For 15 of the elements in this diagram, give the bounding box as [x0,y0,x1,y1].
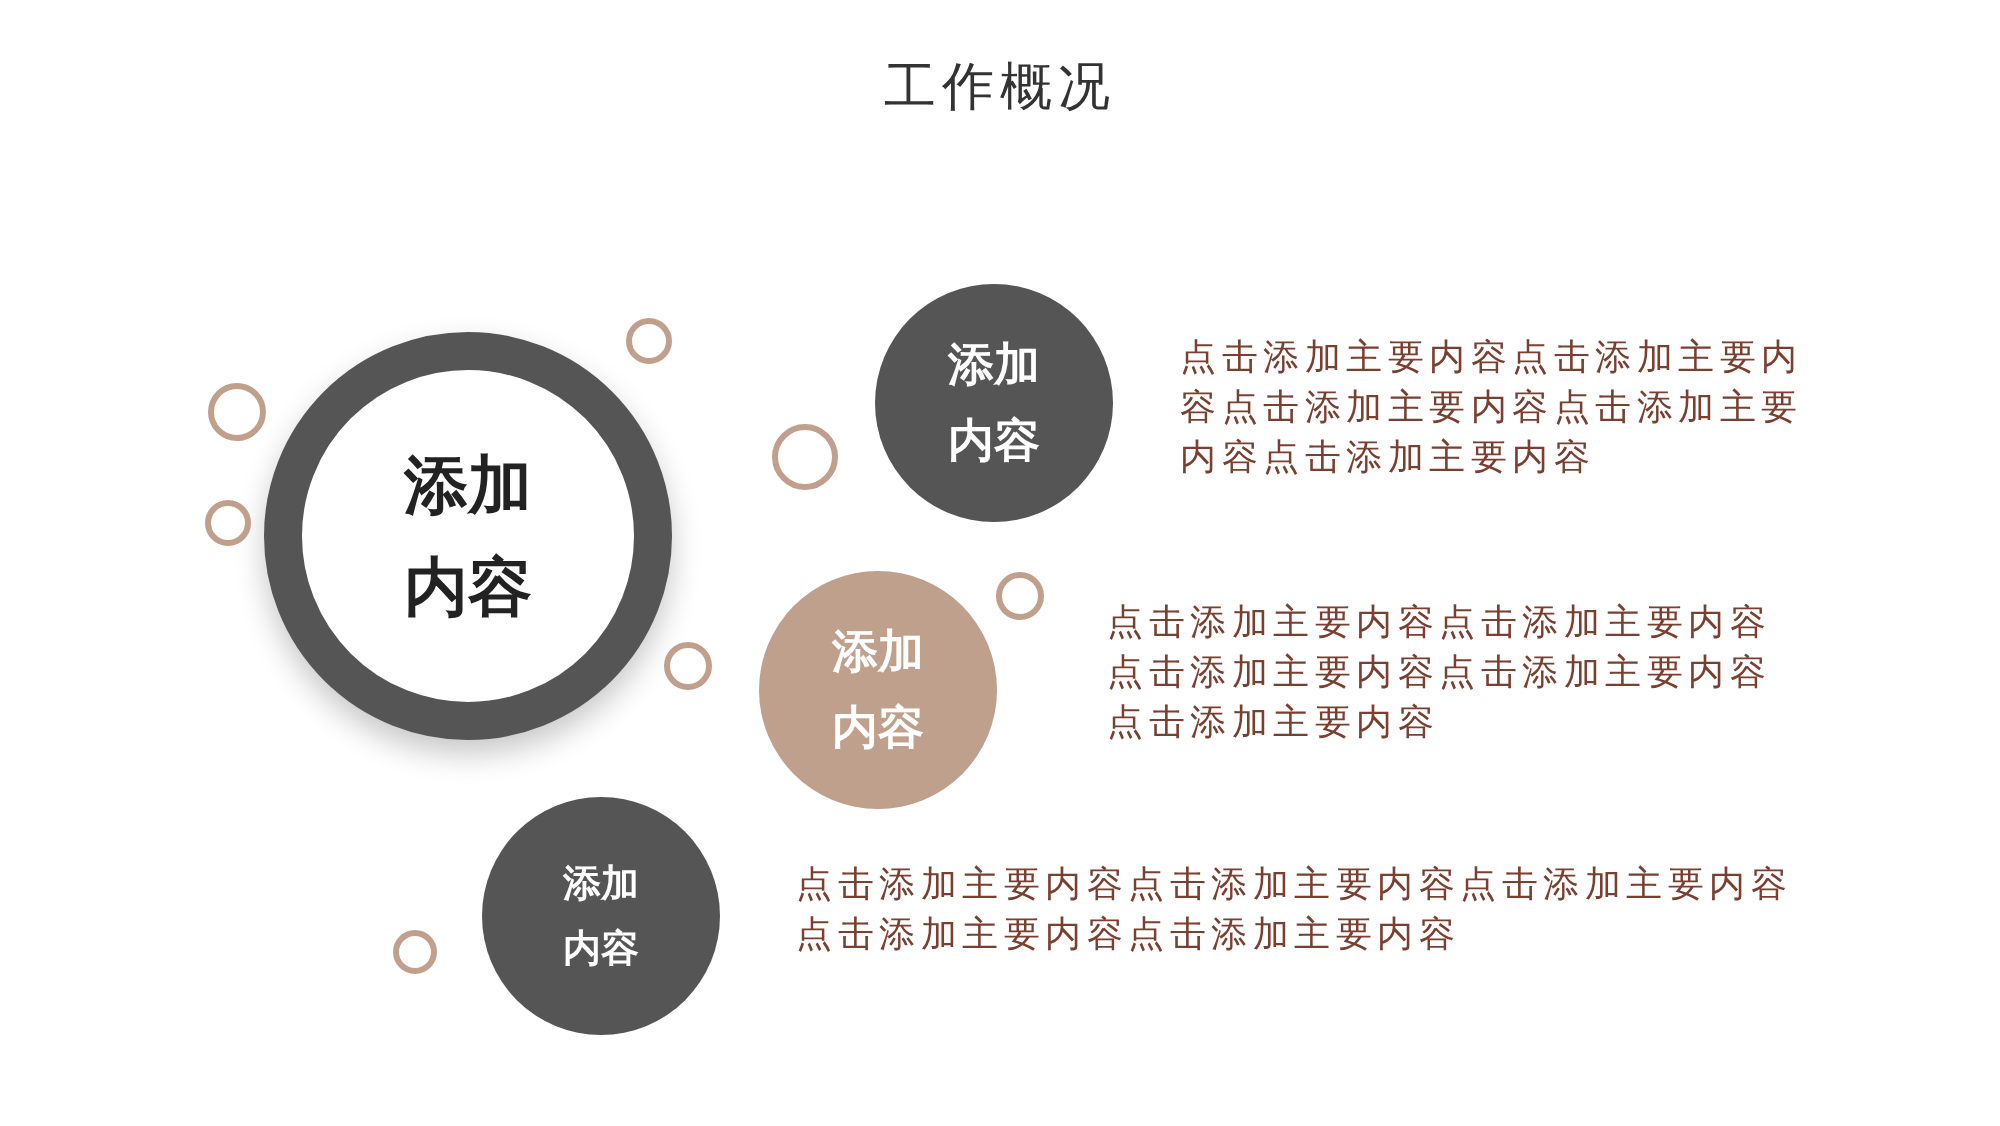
description-text: 点击添加主要内容点击添加主要内容点击添加主要内容点击添加主要内容点击添加主要内容 [1180,335,1804,479]
node-label: 添加内容 [831,623,925,756]
title: 工作概况 [883,55,1117,118]
node-label: 添加内容 [947,336,1041,469]
description-text: 点击添加主要内容点击添加主要内容点击添加主要内容点击添加主要内容点击添加主要内容 [796,862,1793,956]
node-label: 添加内容 [403,446,533,626]
ring-circle [393,930,437,974]
ring-circle [205,500,251,546]
ring-circle [664,642,712,690]
ring-circle [996,572,1044,620]
ring-circle [772,424,838,490]
description-text: 点击添加主要内容点击添加主要内容点击添加主要内容点击添加主要内容点击添加主要内容 [1107,600,1772,744]
ring-circle [626,318,672,364]
ring-circle [208,383,266,441]
node-label: 添加内容 [562,859,640,972]
